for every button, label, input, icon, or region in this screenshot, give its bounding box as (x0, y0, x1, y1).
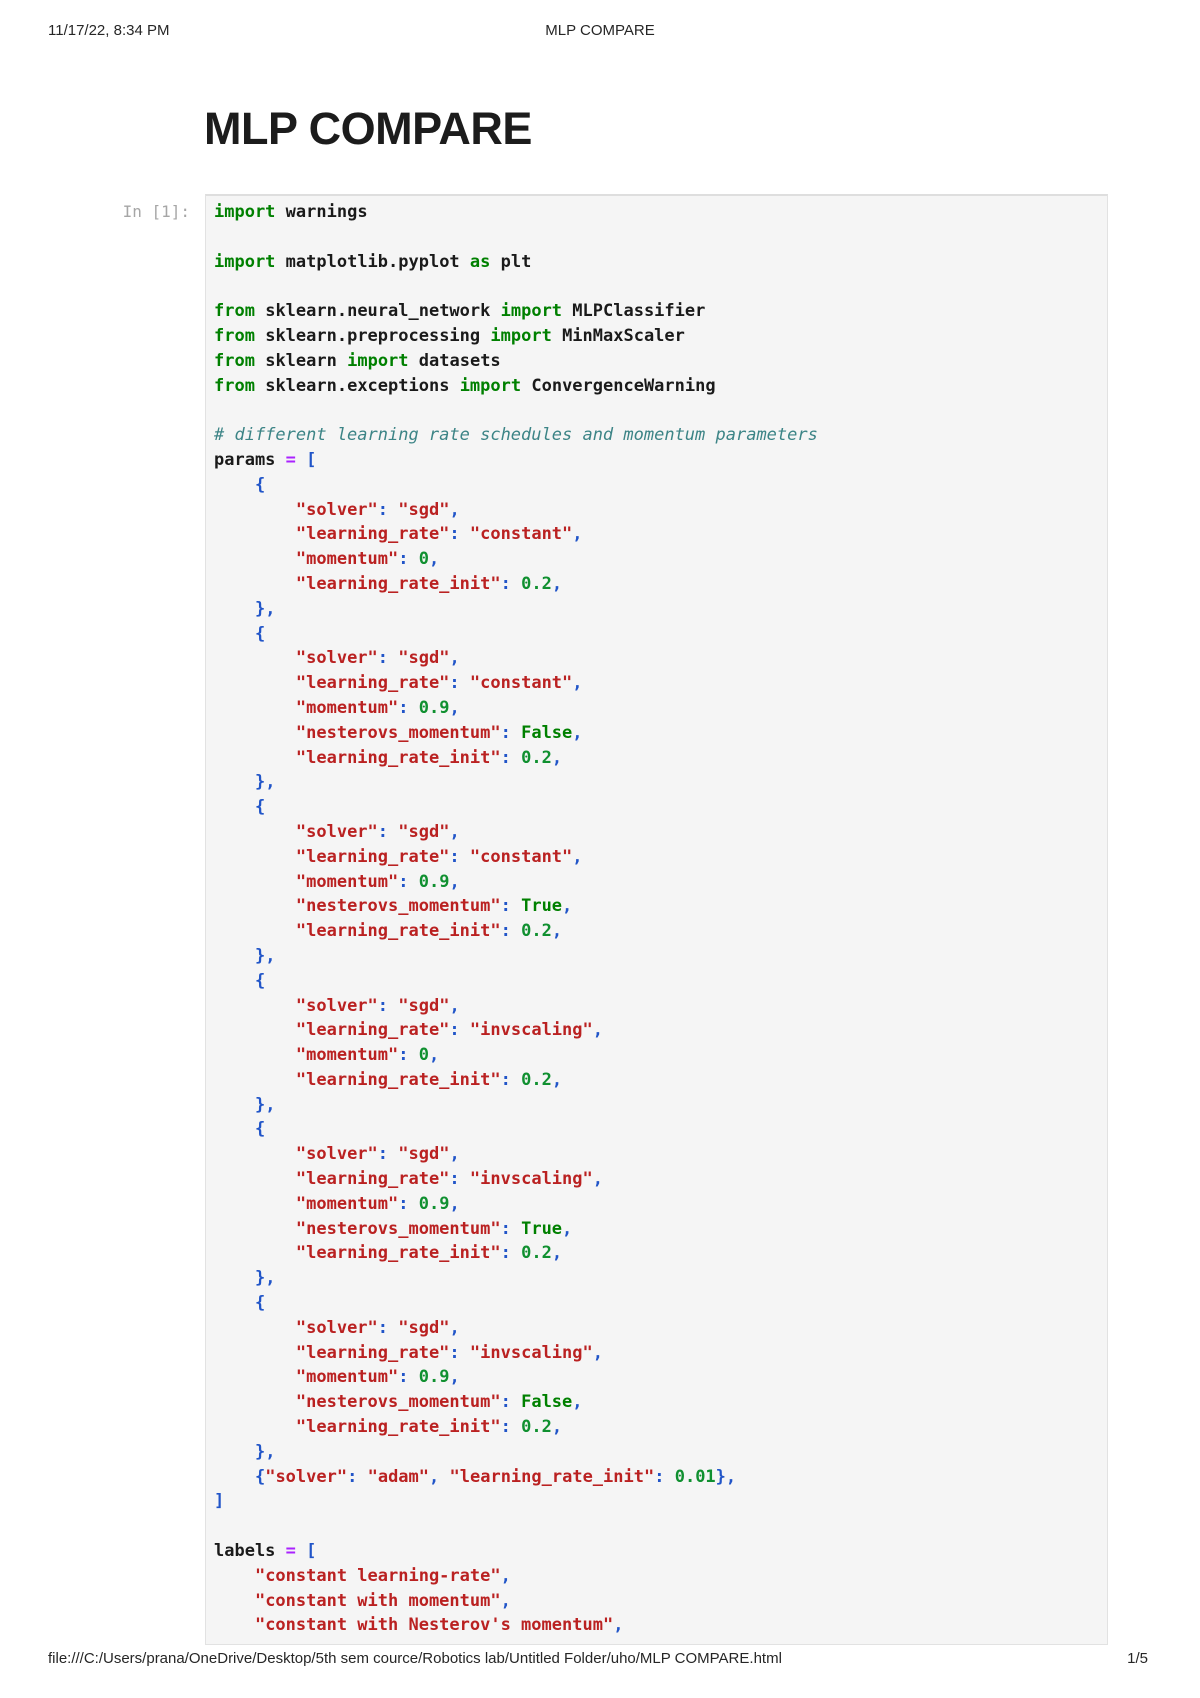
code-line: "nesterovs_momentum": False, (295, 1392, 583, 1413)
code-line: { (254, 797, 266, 818)
code-line: "nesterovs_momentum": True, (295, 1218, 573, 1239)
code-line: "constant learning-rate", (254, 1565, 511, 1586)
code-line: "learning_rate_init": 0.2, (295, 573, 563, 594)
input-prompt: In [1]: (122, 202, 190, 221)
code-line: from sklearn.exceptions import Convergen… (214, 375, 716, 396)
code-line: from sklearn.preprocessing import MinMax… (214, 325, 685, 346)
page-title: MLP COMPARE (204, 103, 532, 154)
print-header: 11/17/22, 8:34 PM MLP COMPARE (48, 22, 1152, 40)
code-line: "learning_rate": "invscaling", (295, 1342, 603, 1363)
code-line: { (254, 1293, 266, 1314)
code-line: "momentum": 0.9, (295, 871, 460, 892)
code-line: "learning_rate": "constant", (295, 846, 583, 867)
code-line: { (254, 623, 266, 644)
code-line: from sklearn.neural_network import MLPCl… (214, 301, 706, 322)
code-area[interactable]: import warnings import matplotlib.pyplot … (214, 200, 1099, 1638)
code-line: "learning_rate_init": 0.2, (295, 921, 563, 942)
code-line: from sklearn import datasets (214, 350, 501, 371)
code-line: }, (254, 598, 276, 619)
code-line: "solver": "sgd", (295, 499, 460, 520)
code-line: }, (254, 1268, 276, 1289)
code-line: "constant with Nesterov's momentum", (254, 1615, 624, 1636)
print-datetime: 11/17/22, 8:34 PM (48, 22, 170, 39)
print-footer: file:///C:/Users/prana/OneDrive/Desktop/… (48, 1650, 1148, 1667)
code-line: "learning_rate": "invscaling", (295, 1169, 603, 1190)
code-line: params = [ (214, 449, 317, 470)
code-line: ] (214, 1491, 225, 1512)
print-footer-path: file:///C:/Users/prana/OneDrive/Desktop/… (48, 1650, 782, 1667)
code-line: "learning_rate": "constant", (295, 673, 583, 694)
code-line: "solver": "sgd", (295, 1317, 460, 1338)
code-line: # different learning rate schedules and … (214, 425, 818, 446)
code-line: "learning_rate_init": 0.2, (295, 1243, 563, 1264)
code-line: "learning_rate": "invscaling", (295, 1020, 603, 1041)
code-line (214, 225, 1099, 250)
code-line: "constant with momentum", (254, 1590, 511, 1611)
code-line: "nesterovs_momentum": True, (295, 896, 573, 917)
code-line: { (254, 970, 266, 991)
code-line: "momentum": 0.9, (295, 1193, 460, 1214)
print-header-title: MLP COMPARE (545, 22, 655, 39)
code-line: }, (254, 945, 276, 966)
code-line: }, (254, 1441, 276, 1462)
code-line: "learning_rate_init": 0.2, (295, 1417, 563, 1438)
code-line: }, (254, 772, 276, 793)
code-line (214, 1514, 1099, 1539)
code-line: labels = [ (214, 1541, 317, 1562)
code-line: import matplotlib.pyplot as plt (214, 251, 532, 272)
code-line: "solver": "sgd", (295, 648, 460, 669)
code-line: "momentum": 0, (295, 1045, 440, 1066)
code-line: }, (254, 1094, 276, 1115)
code-line: import warnings (214, 202, 368, 222)
code-line: "nesterovs_momentum": False, (295, 722, 583, 743)
code-line: { (254, 474, 266, 495)
code-line: "solver": "sgd", (295, 1144, 460, 1165)
code-line (214, 398, 1099, 423)
code-line: "momentum": 0.9, (295, 697, 460, 718)
code-line: "solver": "sgd", (295, 821, 460, 842)
code-line: "momentum": 0.9, (295, 1367, 460, 1388)
code-line: "learning_rate": "constant", (295, 524, 583, 545)
code-line: { (254, 1119, 266, 1140)
code-line: "learning_rate_init": 0.2, (295, 747, 563, 768)
code-line: {"solver": "adam", "learning_rate_init":… (254, 1466, 737, 1487)
code-line: "learning_rate_init": 0.2, (295, 1069, 563, 1090)
code-cell: import warnings import matplotlib.pyplot … (205, 194, 1108, 1646)
code-line: "momentum": 0, (295, 549, 440, 570)
code-line (214, 274, 1099, 299)
print-footer-page: 1/5 (1127, 1650, 1148, 1667)
code-line: "solver": "sgd", (295, 995, 460, 1016)
